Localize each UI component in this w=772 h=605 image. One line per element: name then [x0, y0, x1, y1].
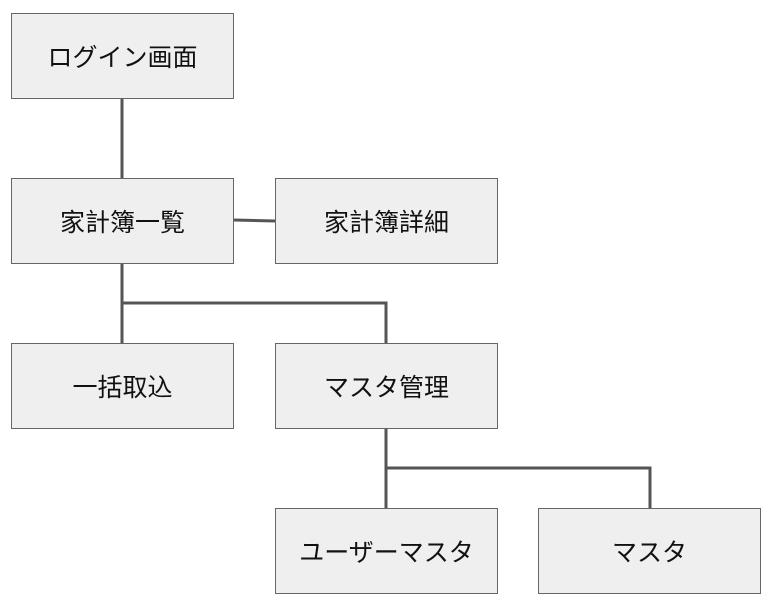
node-ledger-detail: 家計簿詳細: [275, 178, 498, 264]
node-user-master: ユーザーマスタ: [275, 508, 498, 594]
connector-master-management-to-master: [386, 466, 652, 508]
node-master-management: マスタ管理: [275, 343, 498, 429]
connector-ledger-list-to-ledger-detail: [233, 218, 276, 223]
node-ledger-list: 家計簿一覧: [11, 178, 234, 264]
node-bulk-import: 一括取込: [11, 343, 234, 429]
node-master: マスタ: [538, 508, 761, 594]
connector-ledger-list-to-master-management: [122, 301, 388, 343]
node-login-screen: ログイン画面: [11, 13, 234, 99]
